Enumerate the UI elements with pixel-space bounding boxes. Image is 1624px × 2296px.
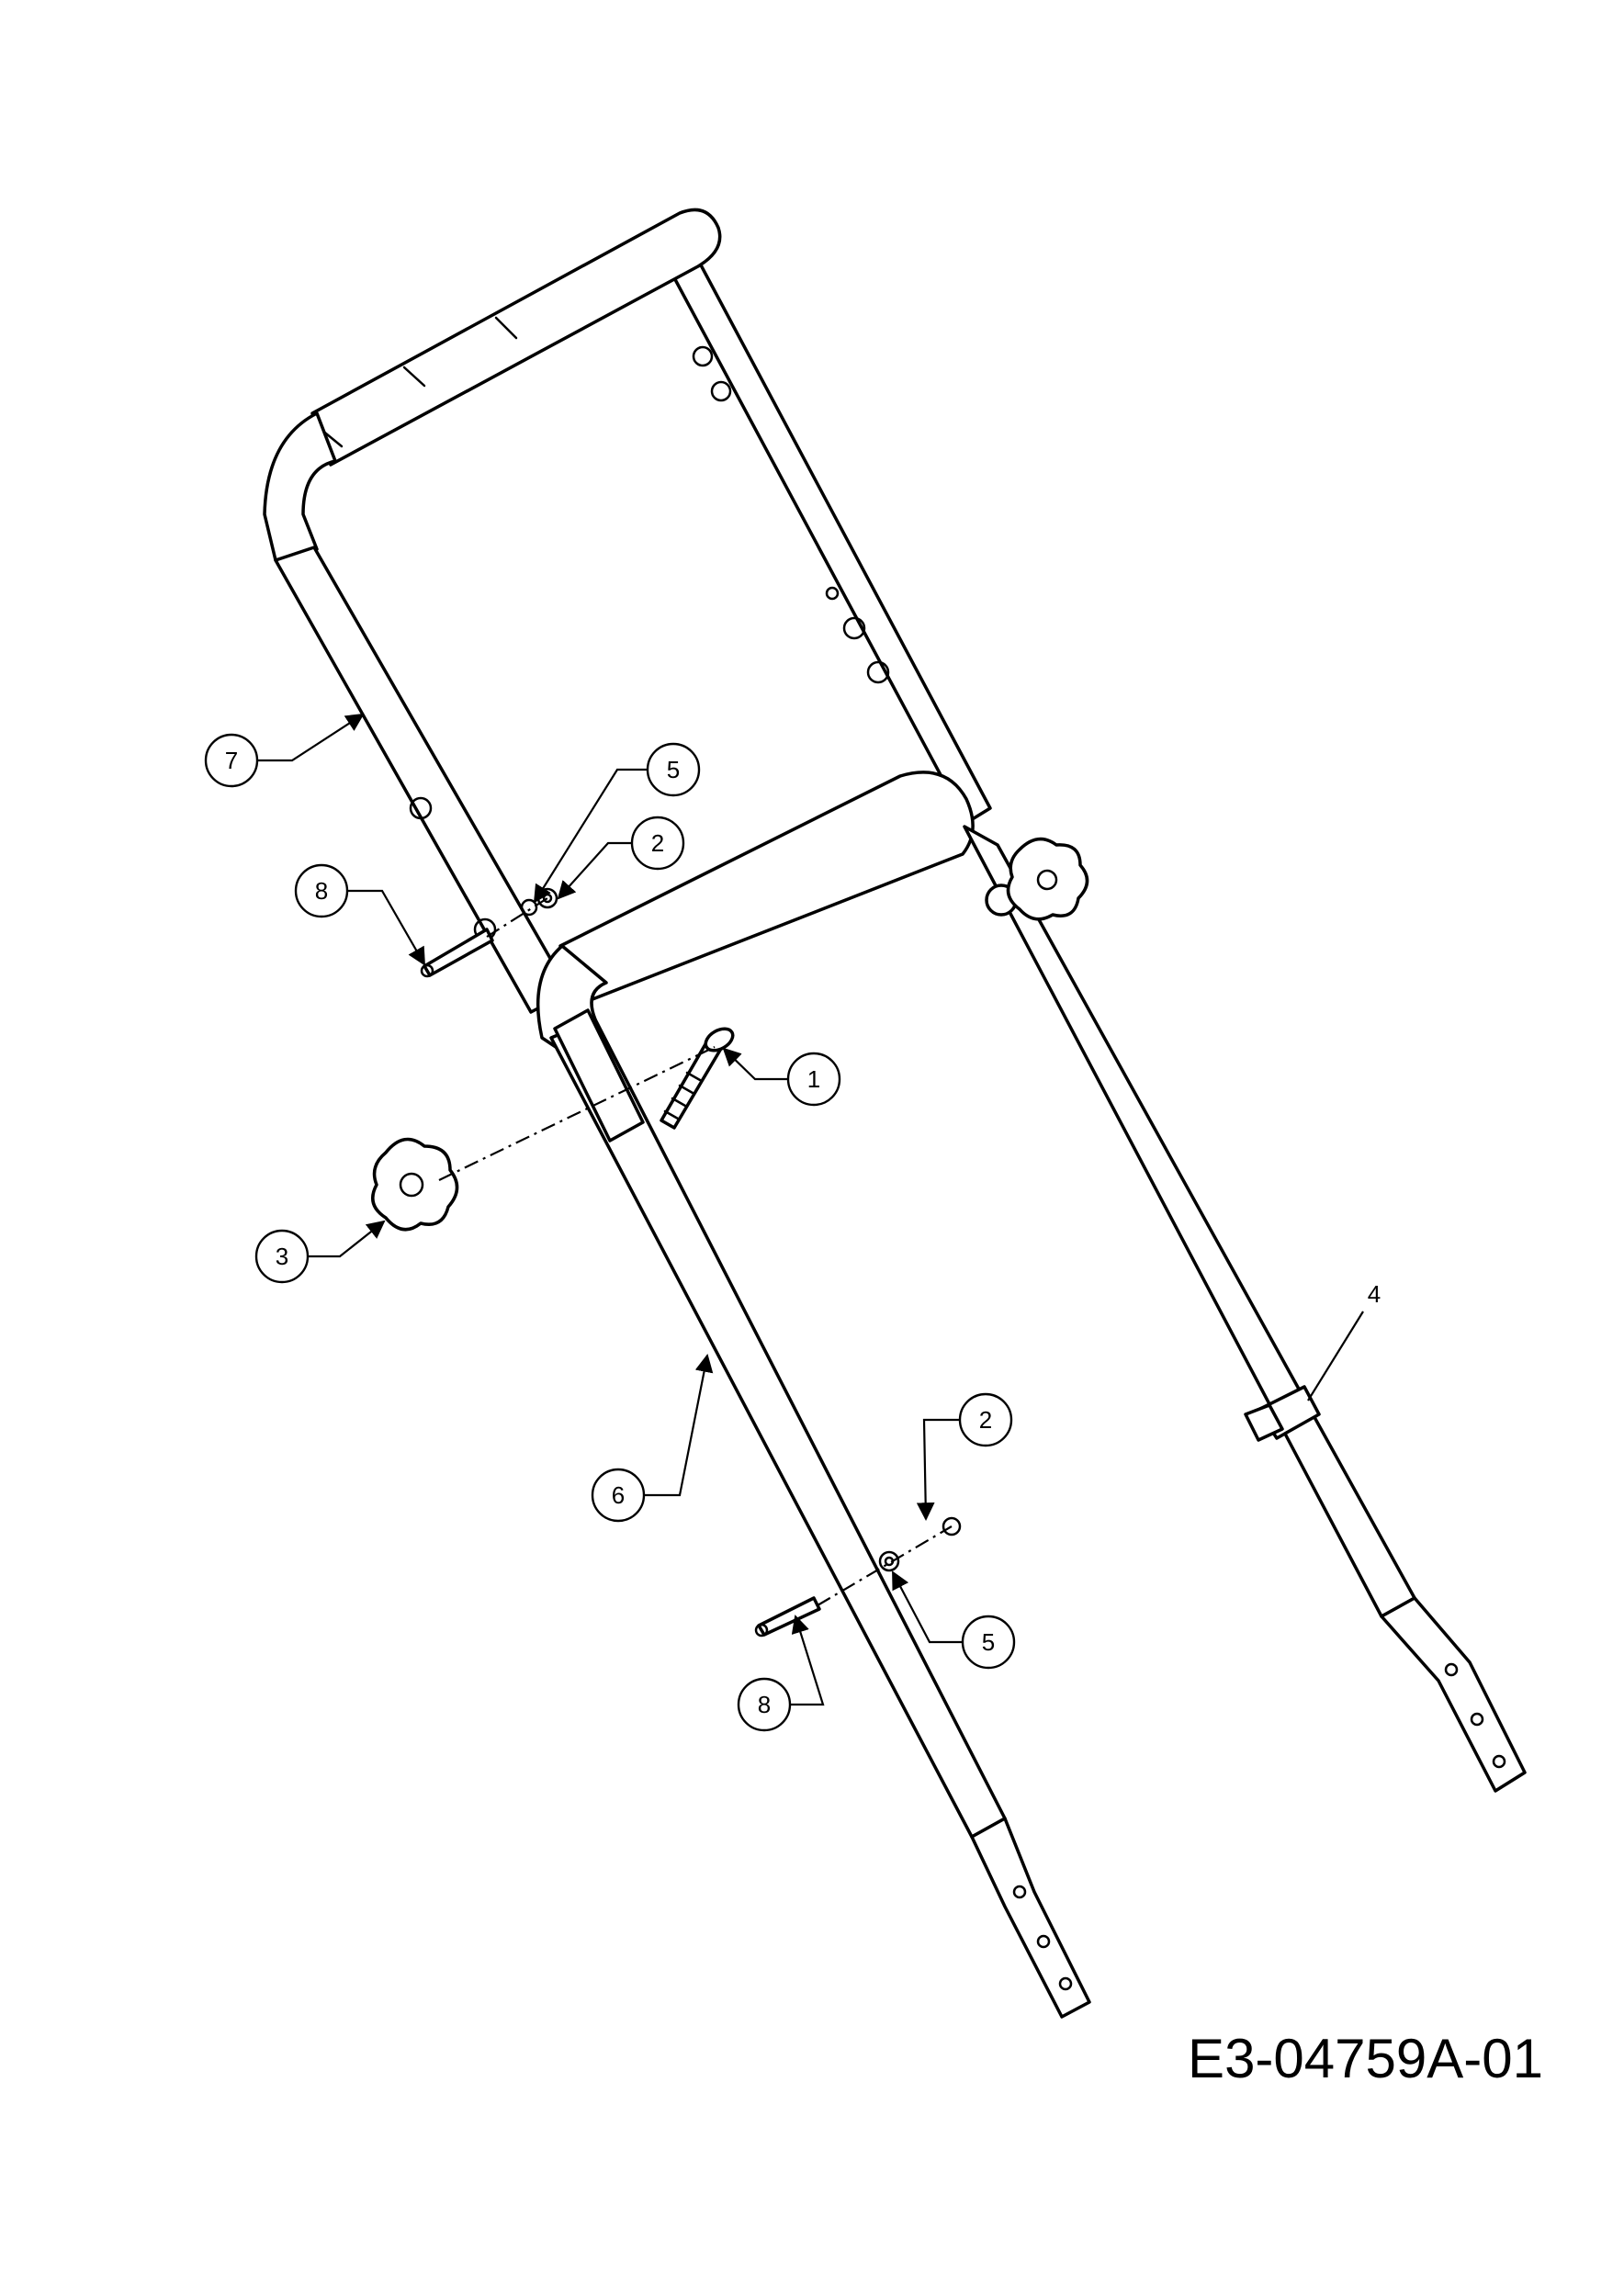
callout-3: 3 <box>254 1229 310 1284</box>
callout-8-upper-label: 8 <box>315 877 328 905</box>
callout-5-lower-label: 5 <box>982 1628 995 1656</box>
lower-handle <box>536 771 1527 2019</box>
leader-lines <box>257 713 1364 1706</box>
callout-7-label: 7 <box>225 747 238 774</box>
callout-2-lower-label: 2 <box>979 1406 992 1434</box>
callout-5-lower: 5 <box>961 1615 1016 1670</box>
callout-7: 7 <box>204 733 259 788</box>
drawing-number: E3-04759A-01 <box>1188 2028 1543 2089</box>
callout-5-upper: 5 <box>646 742 701 797</box>
lower-fastener-set <box>754 1516 962 1638</box>
callout-8-upper: 8 <box>294 863 349 918</box>
callout-1: 1 <box>786 1052 841 1107</box>
callout-2-upper-label: 2 <box>651 829 664 857</box>
callout-4: 4 <box>1368 1280 1381 1308</box>
mounted-star-knob <box>1006 837 1089 921</box>
callout-6-label: 6 <box>612 1481 625 1509</box>
cable-clip <box>1244 1385 1321 1442</box>
callout-3-label: 3 <box>276 1243 288 1270</box>
callout-2-upper: 2 <box>630 816 685 871</box>
callout-4-label: 4 <box>1368 1280 1381 1308</box>
callout-1-label: 1 <box>807 1065 820 1093</box>
upper-handle <box>263 208 992 1014</box>
star-knob <box>371 1137 459 1232</box>
callout-8-lower: 8 <box>737 1677 792 1732</box>
assembly-lines <box>438 897 953 1606</box>
callout-2-lower: 2 <box>958 1392 1013 1447</box>
callout-5-upper-label: 5 <box>667 756 680 783</box>
callout-6: 6 <box>591 1468 646 1523</box>
carriage-bolt <box>660 1027 735 1130</box>
callout-8-lower-label: 8 <box>758 1691 771 1718</box>
